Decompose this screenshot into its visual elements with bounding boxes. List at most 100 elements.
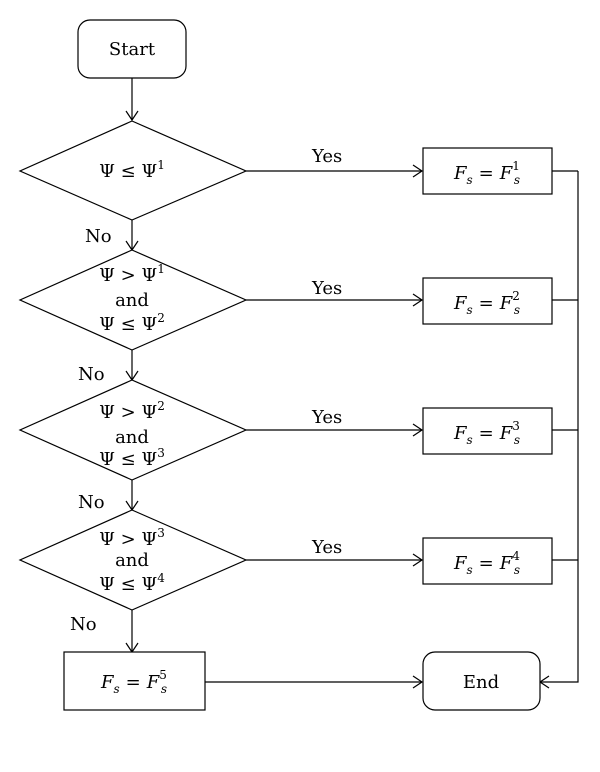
- result-1-rhs-sup: 1: [512, 159, 520, 173]
- no-label-4: No: [70, 614, 97, 635]
- decision-2-line3-text: Ψ ≤ Ψ2: [99, 311, 165, 335]
- result-5-rhs: F: [146, 672, 161, 693]
- decision-4-line1: Ψ > Ψ: [99, 529, 157, 550]
- arrowhead-start-to-decision-1: [125, 110, 139, 122]
- result-2-rhs: F: [499, 293, 514, 314]
- decision-2-line1-sup: 1: [157, 262, 165, 276]
- result-3-rhs: F: [499, 423, 514, 444]
- result-3-lhs: F: [453, 423, 468, 444]
- yes-label-3: Yes: [311, 407, 342, 428]
- result-4-rhs: F: [499, 553, 514, 574]
- start-label: Start: [109, 39, 156, 60]
- decision-4: Ψ > Ψ3 and Ψ ≤ Ψ4: [18, 509, 248, 611]
- no-label-3: No: [78, 492, 105, 513]
- arrowhead-decision-1-to-result-1: [412, 164, 424, 178]
- decision-2-line1-text: Ψ > Ψ1: [99, 262, 165, 286]
- decision-4-line3-sup: 4: [157, 571, 165, 585]
- end-node: End: [422, 651, 541, 711]
- result-3-lhs-sub: s: [466, 433, 472, 447]
- decision-3-line3-text: Ψ ≤ Ψ3: [99, 446, 165, 470]
- no-label-1: No: [85, 226, 112, 247]
- result-2-rhs-sub: s: [514, 303, 520, 317]
- result-1-rhs-sub: s: [514, 173, 520, 187]
- result-2-lhs-sub: s: [466, 303, 472, 317]
- result-1-rhs: F: [499, 163, 514, 184]
- result-5-rhs-sup: 5: [159, 668, 167, 682]
- result-2-lhs: F: [453, 293, 468, 314]
- edge-labels: Yes Yes Yes Yes No No No No: [70, 146, 342, 635]
- end-terminator: [422, 651, 541, 711]
- result-4-box: [422, 537, 553, 585]
- result-3-rhs-sup: 3: [512, 419, 520, 433]
- decision-4-line3: Ψ ≤ Ψ: [99, 574, 157, 595]
- decision-1-line1: Ψ ≤ Ψ: [99, 161, 157, 182]
- arrowhead-decision-2-to-result-2: [412, 293, 424, 307]
- decision-1-diamond: [18, 120, 248, 221]
- result-2-eq: =: [479, 293, 494, 314]
- result-4-lhs: F: [453, 553, 468, 574]
- decision-1-condition: Ψ ≤ Ψ1: [99, 158, 165, 182]
- decision-2-diamond: [18, 249, 248, 351]
- result-1-lhs: F: [453, 163, 468, 184]
- decision-2-line2: and: [115, 290, 149, 311]
- decision-4-line3-text: Ψ ≤ Ψ4: [99, 571, 165, 595]
- result-3-eq: =: [479, 423, 494, 444]
- decision-3-line1-text: Ψ > Ψ2: [99, 399, 165, 423]
- yes-label-1: Yes: [311, 146, 342, 167]
- result-3-rhs-sub: s: [514, 433, 520, 447]
- connectors: [125, 78, 579, 689]
- decision-4-line1-text: Ψ > Ψ3: [99, 526, 165, 550]
- result-5-eq: =: [126, 672, 141, 693]
- start-node: Start: [77, 19, 187, 79]
- decision-2-line1: Ψ > Ψ: [99, 265, 157, 286]
- start-terminator: [77, 19, 187, 79]
- result-3-box: [422, 407, 553, 455]
- yes-label-4: Yes: [311, 537, 342, 558]
- decision-3-line3: Ψ ≤ Ψ: [99, 449, 157, 470]
- result-4-lhs-sub: s: [466, 563, 472, 577]
- decision-3-line3-sup: 3: [157, 446, 165, 460]
- decision-3: Ψ > Ψ2 and Ψ ≤ Ψ3: [18, 379, 248, 481]
- decision-3-line1: Ψ > Ψ: [99, 402, 157, 423]
- decision-3-diamond: [18, 379, 248, 481]
- decision-2-line3: Ψ ≤ Ψ: [99, 314, 157, 335]
- result-1-box: [422, 147, 553, 195]
- result-4-rhs-sub: s: [514, 563, 520, 577]
- result-5-box: [63, 651, 206, 711]
- result-5-rhs-sub: s: [161, 682, 167, 696]
- decision-2-line3-sup: 2: [157, 311, 165, 325]
- result-5-lhs-sub: s: [113, 682, 119, 696]
- decision-4-diamond: [18, 509, 248, 611]
- result-2-rhs-sup: 2: [512, 289, 520, 303]
- result-2-box: [422, 277, 553, 325]
- arrowhead-decision-3-to-result-3: [412, 423, 424, 437]
- decision-4-line1-sup: 3: [157, 526, 165, 540]
- result-5-lhs: F: [100, 672, 115, 693]
- decision-1: Ψ ≤ Ψ1: [18, 120, 248, 221]
- decision-1-line1-sup: 1: [157, 158, 165, 172]
- arrowhead-result-5-to-end: [412, 675, 424, 689]
- result-1-lhs-sub: s: [466, 173, 472, 187]
- edge-collector-to-end: [540, 171, 579, 683]
- result-1-eq: =: [479, 163, 494, 184]
- decision-3-line2: and: [115, 427, 149, 448]
- result-4-eq: =: [479, 553, 494, 574]
- yes-label-2: Yes: [311, 278, 342, 299]
- decision-2: Ψ > Ψ1 and Ψ ≤ Ψ2: [18, 249, 248, 351]
- end-label: End: [463, 672, 499, 693]
- decision-3-line1-sup: 2: [157, 399, 165, 413]
- no-label-2: No: [78, 364, 105, 385]
- result-4-rhs-sup: 4: [512, 549, 520, 563]
